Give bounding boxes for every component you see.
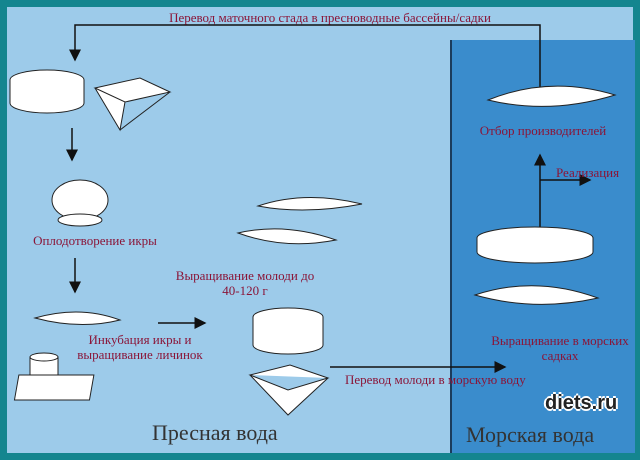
zone-label-fresh: Пресная вода	[152, 420, 278, 445]
juvenile-cage-icon	[248, 364, 330, 416]
zone-label-sea: Морская вода	[466, 422, 595, 447]
arrow-return	[69, 24, 541, 90]
sea-fish-icon	[473, 285, 600, 305]
sea-cage-icon	[476, 226, 594, 264]
label-fertilization: Оплодотворение икры	[33, 233, 157, 248]
label-top-transfer: Перевод маточного стада в пресноводные б…	[169, 10, 491, 25]
broodstock-fish-icon	[486, 85, 617, 107]
juvenile-tank-icon	[252, 307, 324, 355]
label-sea-cages: Выращивание в морских садках	[491, 333, 629, 363]
cage-icon	[93, 77, 172, 132]
label-broodstock: Отбор производителей	[479, 123, 607, 138]
juvenile-fish-icon-1	[256, 196, 363, 211]
label-juvenile: Выращивание молоди до 40-120 г	[175, 268, 315, 298]
watermark-logo: diets.ru	[545, 392, 617, 414]
label-sale: Реализация	[556, 165, 620, 180]
tray-icon	[13, 374, 95, 401]
label-incubation: Инкубация икры и выращивание личинок	[77, 332, 203, 362]
fertilization-icon	[51, 179, 109, 227]
watermark-text: diets.ru	[545, 392, 618, 414]
tank-icon	[9, 69, 85, 114]
juvenile-fish-icon-2	[236, 228, 338, 245]
label-transfer-sea: Перевод молоди в морскую воду	[345, 372, 526, 387]
larva-fish-icon	[33, 311, 122, 325]
